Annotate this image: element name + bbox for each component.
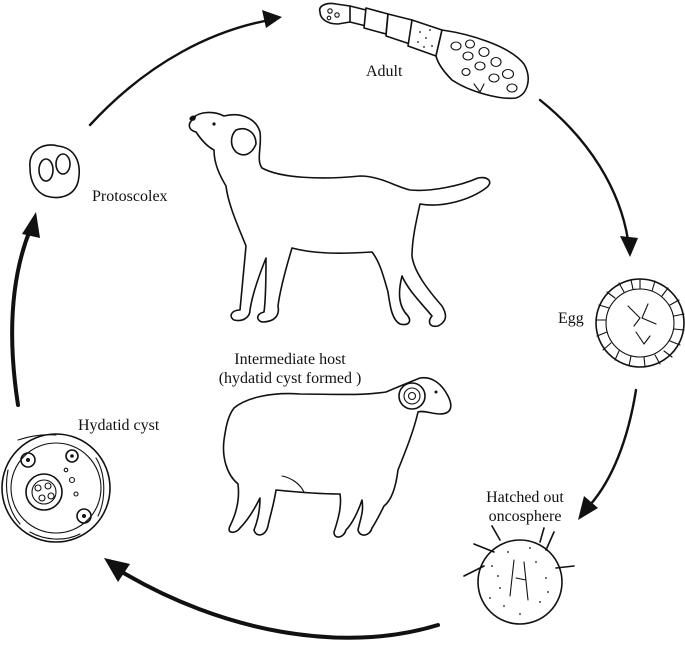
intermediate-host-line1: Intermediate host <box>234 351 346 368</box>
dog-icon <box>188 111 491 328</box>
cycle-arrows <box>10 10 638 640</box>
arrow-oncosphere-to-hydatid <box>120 570 440 640</box>
stage-label-hydatid-cyst: Hydatid cyst <box>78 417 160 434</box>
arrow-adult-to-egg-head <box>620 236 638 257</box>
stage-label-adult: Adult <box>366 63 403 80</box>
tapeworm-adult-icon <box>318 2 529 100</box>
protoscolex-icon <box>29 144 80 199</box>
arrow-hydatid-to-protoscolex-head <box>22 212 40 238</box>
egg-icon <box>595 278 685 368</box>
arrow-hydatid-to-protoscolex <box>10 228 32 407</box>
arrow-protoscolex-to-adult-head <box>262 10 282 28</box>
arrow-egg-to-oncosphere-head <box>578 496 598 520</box>
arrow-protoscolex-to-adult <box>88 18 272 127</box>
arrow-egg-to-oncosphere <box>588 388 638 507</box>
hydatid-cyst-icon <box>1 433 111 543</box>
arrow-adult-to-egg <box>538 98 630 242</box>
arrow-oncosphere-to-hydatid-head <box>104 558 130 582</box>
stage-label-protoscolex: Protoscolex <box>92 188 168 205</box>
stage-label-oncosphere-line2: oncosphere <box>488 508 562 525</box>
stage-label-oncosphere: Hatched out oncosphere <box>466 488 584 526</box>
intermediate-host-label: Intermediate host (hydatid cyst formed ) <box>200 350 380 388</box>
intermediate-host-line2: (hydatid cyst formed ) <box>218 370 362 387</box>
sheep-icon <box>222 376 452 538</box>
stage-label-egg: Egg <box>558 310 584 327</box>
stage-label-oncosphere-line1: Hatched out <box>486 489 564 506</box>
oncosphere-icon <box>463 525 575 625</box>
